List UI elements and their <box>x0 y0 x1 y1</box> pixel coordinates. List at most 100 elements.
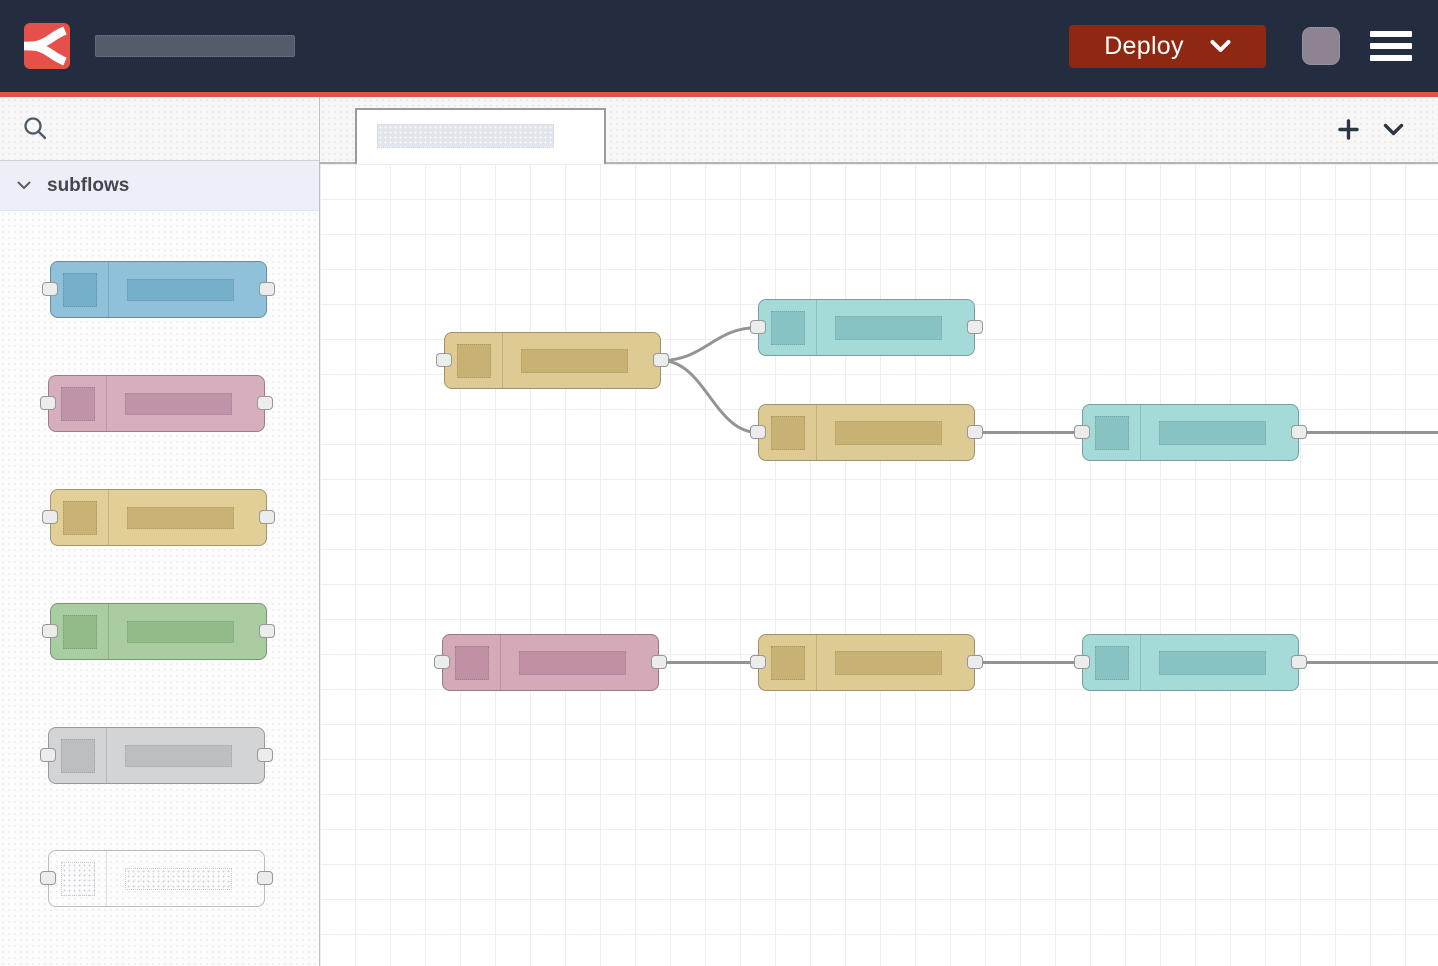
node-input-port[interactable] <box>40 871 56 885</box>
node-label-skeleton <box>125 744 232 767</box>
node-icon-region <box>443 635 501 690</box>
flow-node-teal-1[interactable] <box>750 299 983 356</box>
palette-category-label: subflows <box>47 174 130 196</box>
node-label-skeleton <box>835 315 942 340</box>
header-bar: Deploy <box>0 0 1438 92</box>
node-label-skeleton <box>125 392 232 415</box>
node-body <box>109 604 266 659</box>
flow-tabbar <box>320 97 1438 164</box>
node-icon-region <box>49 376 107 431</box>
palette-search[interactable] <box>0 97 319 161</box>
node-icon <box>454 645 489 680</box>
deploy-button-label: Deploy <box>1104 31 1184 60</box>
palette-node-pink[interactable] <box>40 375 273 432</box>
node-output-port[interactable] <box>259 624 275 638</box>
hamburger-bar <box>1370 55 1412 61</box>
node-output-port[interactable] <box>1291 655 1307 669</box>
palette-node-gray[interactable] <box>40 727 273 784</box>
node-body <box>817 405 974 460</box>
palette-category-subflows[interactable]: subflows <box>0 161 319 211</box>
node-output-port[interactable] <box>967 425 983 439</box>
node-output-port[interactable] <box>259 510 275 524</box>
flow-wire[interactable] <box>659 326 760 362</box>
node-icon <box>770 645 805 680</box>
node-output-port[interactable] <box>1291 425 1307 439</box>
main-menu-button[interactable] <box>1370 31 1412 61</box>
flow-wire[interactable] <box>659 359 760 434</box>
flow-tab-active[interactable] <box>355 108 606 164</box>
flow-canvas[interactable] <box>320 164 1438 966</box>
node-icon-region <box>51 604 109 659</box>
node-input-port[interactable] <box>42 282 58 296</box>
user-avatar-button[interactable] <box>1302 27 1340 65</box>
node-body <box>1141 405 1298 460</box>
deploy-button[interactable]: Deploy <box>1069 24 1266 68</box>
node-output-port[interactable] <box>257 871 273 885</box>
node-icon-region <box>51 262 109 317</box>
node-body <box>109 490 266 545</box>
node-input-port[interactable] <box>1074 425 1090 439</box>
palette-node-blue[interactable] <box>42 261 275 318</box>
flow-node-yellow-1[interactable] <box>436 332 669 389</box>
flow-list-button[interactable] <box>1383 123 1404 137</box>
node-icon-region <box>51 490 109 545</box>
node-input-port[interactable] <box>42 510 58 524</box>
node-input-port[interactable] <box>40 748 56 762</box>
node-output-port[interactable] <box>259 282 275 296</box>
node-input-port[interactable] <box>40 396 56 410</box>
node-input-port[interactable] <box>1074 655 1090 669</box>
add-flow-button[interactable] <box>1338 119 1359 140</box>
node-icon <box>770 310 805 345</box>
flow-node-teal-3[interactable] <box>1074 634 1307 691</box>
node-output-port[interactable] <box>257 396 273 410</box>
node-body <box>109 262 266 317</box>
node-label-skeleton <box>835 650 942 675</box>
node-input-port[interactable] <box>42 624 58 638</box>
node-label-skeleton <box>1159 420 1266 445</box>
node-label-skeleton <box>835 420 942 445</box>
node-icon <box>62 500 97 535</box>
workspace <box>320 97 1438 966</box>
node-body <box>503 333 660 388</box>
flow-node-pink-1[interactable] <box>434 634 667 691</box>
flow-node-teal-2[interactable] <box>1074 404 1307 461</box>
node-icon-region <box>759 405 817 460</box>
flow-node-yellow-2[interactable] <box>750 404 983 461</box>
palette-node-green[interactable] <box>42 603 275 660</box>
header-accent-line <box>0 92 1438 97</box>
palette-sidebar: subflows <box>0 97 320 966</box>
node-icon <box>60 861 95 896</box>
node-output-port[interactable] <box>651 655 667 669</box>
node-output-port[interactable] <box>967 320 983 334</box>
node-icon-region <box>49 851 107 906</box>
node-icon <box>62 272 97 307</box>
node-input-port[interactable] <box>750 655 766 669</box>
node-label-skeleton <box>521 348 628 373</box>
node-icon <box>1094 415 1129 450</box>
node-output-port[interactable] <box>653 353 669 367</box>
node-label-skeleton <box>127 278 234 301</box>
flow-node-yellow-3[interactable] <box>750 634 983 691</box>
plus-icon <box>1338 119 1359 140</box>
palette-node-white[interactable] <box>40 850 273 907</box>
node-input-port[interactable] <box>436 353 452 367</box>
node-red-logo-glyph <box>24 26 67 66</box>
node-input-port[interactable] <box>434 655 450 669</box>
node-output-port[interactable] <box>257 748 273 762</box>
node-label-skeleton <box>519 650 626 675</box>
chevron-down-icon <box>1383 123 1404 135</box>
hamburger-bar <box>1370 31 1412 37</box>
palette-node-yellow[interactable] <box>42 489 275 546</box>
app-logo-icon[interactable] <box>24 23 70 69</box>
hamburger-bar <box>1370 43 1412 49</box>
header-title-skeleton <box>95 35 295 57</box>
node-icon <box>456 343 491 378</box>
node-input-port[interactable] <box>750 425 766 439</box>
node-body <box>1141 635 1298 690</box>
node-icon-region <box>759 635 817 690</box>
node-output-port[interactable] <box>967 655 983 669</box>
wire-layer <box>657 326 1438 664</box>
node-input-port[interactable] <box>750 320 766 334</box>
node-icon-region <box>1083 635 1141 690</box>
node-icon-region <box>49 728 107 783</box>
